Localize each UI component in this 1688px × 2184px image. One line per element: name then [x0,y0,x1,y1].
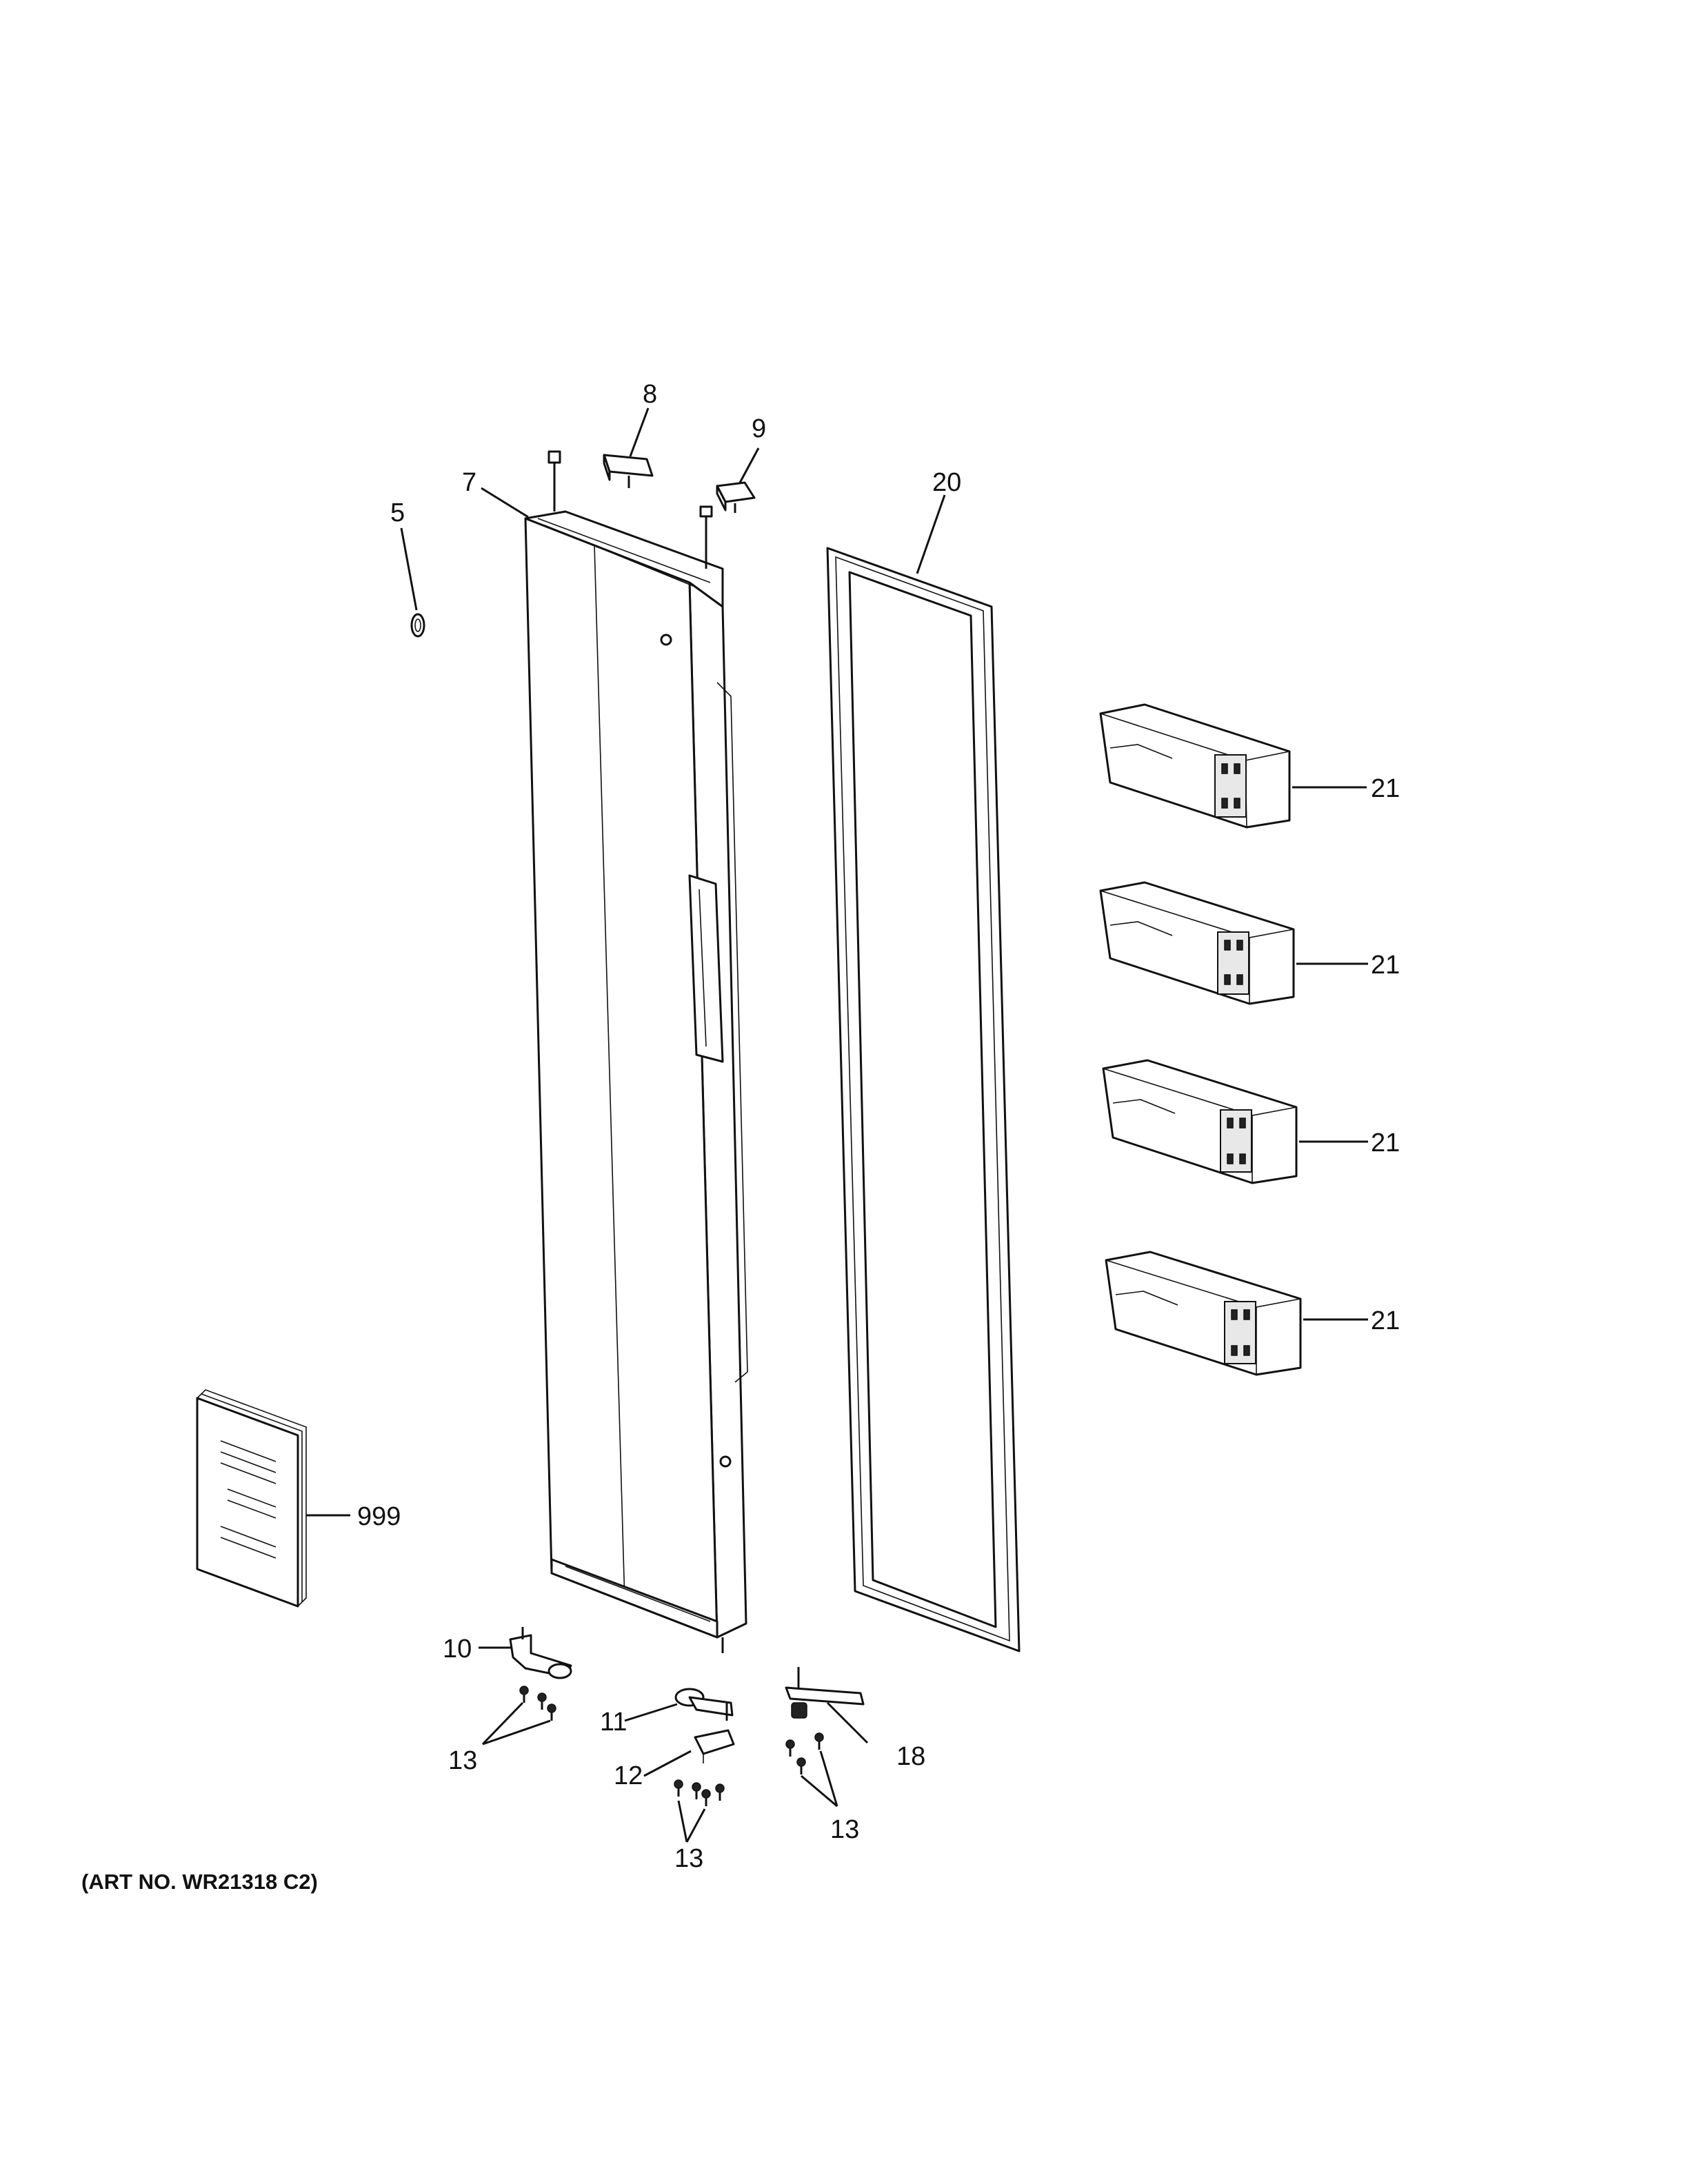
part-10-bottom-hinge [509,1627,572,1679]
callout-21-bin-4: 21 [1371,1306,1400,1335]
door-gasket [826,547,1021,1652]
callout-10: 10 [443,1635,472,1664]
callout-13-right: 13 [830,1815,859,1844]
callout-999: 999 [357,1502,401,1531]
callout-7: 7 [462,468,476,497]
callout-12: 12 [614,1761,643,1790]
callout-13-center: 13 [674,1844,703,1873]
screws-group-left [519,1686,556,1721]
leader-lines [306,407,1368,1843]
callout-21-bin-3: 21 [1371,1129,1400,1157]
door-bin-4 [1105,1251,1302,1376]
callout-5: 5 [390,498,405,527]
callout-21-bin-2: 21 [1371,951,1400,980]
owner-manual-literature [196,1389,307,1608]
door-bin-3 [1102,1059,1298,1184]
screws-group-right [785,1732,824,1775]
part-12-hinge-plate [694,1729,735,1763]
art-number-label: (ART NO. WR21318 C2) [81,1870,318,1894]
callout-18: 18 [896,1742,925,1771]
part-11-hinge-bracket [674,1688,734,1721]
callout-21-bin-1: 21 [1371,774,1400,803]
callout-11: 11 [600,1708,627,1737]
door-bin-2 [1099,881,1295,1005]
callout-13-left: 13 [448,1746,477,1775]
door-assembly [524,450,748,1653]
part-8-top-cap [603,454,654,488]
callout-8: 8 [643,380,657,409]
part-5-plug [410,613,425,638]
part-18-hinge-pin [785,1667,865,1719]
callout-20: 20 [932,468,961,497]
callout-9: 9 [752,414,766,443]
screws-group-center [674,1779,725,1806]
door-bin-1 [1099,703,1291,829]
part-9-hinge-cover [716,481,756,513]
